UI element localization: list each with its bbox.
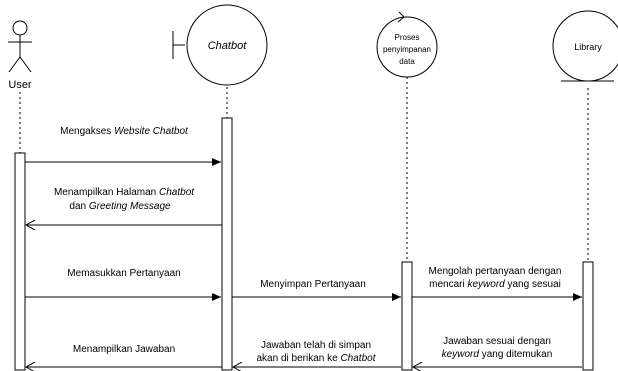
message-7-label-line-2: akan di berikan ke Chatbot [257,353,377,364]
message-3-label: Memasukkan Pertanyaan [67,268,180,279]
storage-label-line-1: Proses [395,33,420,42]
message-2-label-line-1: Menampilkan Halaman Chatbot [54,187,195,198]
user-actor-icon [8,20,32,73]
message-2-label-line-2: dan Greeting Message [69,201,171,212]
library-activation-bar [582,261,594,371]
message-6-label: Menampilkan Jawaban [73,344,175,355]
storage-label-line-2: penyimpanan [383,45,431,54]
control-icon [376,11,438,78]
chatbot-label: Chatbot [208,40,247,52]
storage-activation-bar [401,261,413,371]
message-5-label-line-2: mencari keyword yang sesuai [429,279,561,290]
message-4-label: Menyimpan Pertanyaan [260,279,366,290]
user-label: User [8,79,32,91]
chatbot-activation-bar [221,117,233,371]
message-7-label-line-1: Jawaban telah di simpan [261,340,371,351]
message-1-label: Mengakses Website Chatbot [60,126,189,137]
entity-icon [552,10,618,82]
library-label: Library [574,42,602,52]
message-8-label-line-1: Jawaban sesuai dengan [443,336,551,347]
boundary-icon [172,4,268,86]
message-8-label-line-2: keyword yang ditemukan [442,349,553,360]
user-activation-bar [14,152,26,371]
message-5-label-line-1: Mengolah pertanyaan dengan [429,266,562,277]
storage-label-line-3: data [399,57,415,66]
